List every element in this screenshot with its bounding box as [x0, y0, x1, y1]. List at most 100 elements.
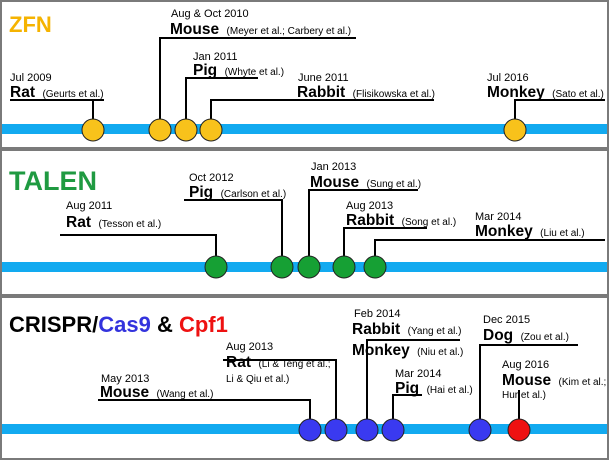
event-citation: (Flisikowska et al.): [353, 89, 435, 100]
title-part: Cpf1: [179, 312, 228, 337]
event-zfn-rat: Jul 2009 Rat (Geurts et al.): [10, 72, 104, 101]
event-species: Pig: [193, 62, 217, 79]
event-species: Rabbit: [346, 212, 394, 229]
event-dot: [81, 118, 105, 142]
timeline-bar-zfn: [2, 124, 607, 134]
event-date: Aug 2016: [502, 359, 549, 371]
event-label: Dog (Zou et al.): [483, 327, 569, 344]
event-citation-cont: Hur et al.): [502, 390, 546, 401]
event-date: May 2013: [101, 373, 149, 385]
event-label: Rabbit (Yang et al.): [352, 321, 461, 338]
event-date: Feb 2014: [354, 308, 400, 320]
event-label: Pig (Hai et al.): [395, 380, 473, 397]
title-part: &: [151, 312, 179, 337]
event-dot: [270, 255, 294, 279]
event-species: Mouse: [100, 384, 149, 401]
title-part: TALEN: [9, 166, 97, 196]
event-label: Monkey (Sato et al.): [487, 84, 604, 101]
event-citation: (Song et al.): [402, 217, 456, 228]
event-crispr-dog: Dec 2015 Dog (Zou et al.): [483, 314, 569, 344]
leader-line: [10, 99, 104, 128]
event-citation-cont: Li & Qiu et al.): [226, 374, 289, 385]
event-species: Rat: [66, 214, 91, 231]
event-species: Mouse: [502, 372, 551, 389]
event-date: Aug 2013: [226, 341, 273, 353]
event-citation: (Wang et al.): [157, 389, 214, 400]
panel-title-zfn: ZFN: [9, 12, 52, 37]
panel-title-crispr: CRISPR/Cas9 & Cpf1: [9, 312, 228, 337]
event-label: Rat (Tesson et al.): [66, 214, 161, 231]
event-date: Mar 2014: [395, 368, 441, 380]
event-label: Rabbit (Flisikowska et al.): [297, 84, 435, 101]
event-species: Pig: [395, 380, 419, 397]
event-date: Aug 2013: [346, 200, 393, 212]
event-dot: [332, 255, 356, 279]
event-citation: (Whyte et al.): [225, 67, 284, 78]
dots-talen: [204, 255, 387, 279]
leader-line: [392, 394, 422, 428]
event-citation: (Sato et al.): [552, 89, 604, 100]
leader-line: [159, 37, 356, 128]
event-date: Jul 2016: [487, 72, 529, 84]
leader-line: [184, 199, 283, 266]
event-crispr-rabbit-monkey: Feb 2014 Rabbit (Yang et al.) Monkey (Ni…: [352, 308, 463, 359]
event-label: Mouse (Wang et al.): [100, 384, 213, 401]
event-citation: (Liu et al.): [540, 228, 584, 239]
event-date: Jan 2011: [193, 51, 237, 63]
event-date: Jan 2013: [311, 161, 356, 173]
event-citation: (Carlson et al.): [221, 189, 287, 200]
event-citation: (Meyer et al.; Carbery et al.): [227, 26, 351, 37]
leader-line: [185, 77, 258, 128]
title-part: CRISPR/: [9, 312, 98, 337]
leader-line: [366, 339, 460, 428]
event-citation: (Kim et al.;: [559, 377, 607, 388]
dots-zfn: [81, 118, 527, 142]
event-species: Monkey: [352, 342, 410, 359]
event-talen-monkey: Mar 2014 Monkey (Liu et al.): [475, 211, 585, 240]
event-species: Mouse: [170, 21, 219, 38]
event-citation: (Niu et al.): [417, 347, 463, 358]
event-label: Pig (Whyte et al.): [193, 62, 284, 79]
leader-line: [479, 344, 578, 428]
event-label: Mouse (Meyer et al.; Carbery et al.): [170, 21, 351, 38]
event-citation: (Hai et al.): [427, 385, 473, 396]
event-zfn-pig: Jan 2011 Pig (Whyte et al.): [193, 51, 284, 79]
event-species: Pig: [189, 184, 213, 201]
title-part: ZFN: [9, 12, 52, 37]
event-species: Monkey: [487, 84, 545, 101]
event-label: Rat (Li & Teng et al.;: [226, 354, 331, 371]
event-species: Dog: [483, 327, 513, 344]
event-citation: (Yang et al.): [408, 326, 462, 337]
event-species: Rat: [10, 84, 35, 101]
event-dot: [297, 255, 321, 279]
event-species: Monkey: [475, 223, 533, 240]
event-label: Mouse (Sung et al.): [310, 174, 421, 191]
event-dot: [381, 418, 405, 442]
event-zfn-mouse: Aug & Oct 2010 Mouse (Meyer et al.; Carb…: [170, 8, 351, 38]
event-date: Dec 2015: [483, 314, 530, 326]
event-citation: (Sung et al.): [367, 179, 421, 190]
event-date: Mar 2014: [475, 211, 521, 223]
event-citation: (Zou et al.): [521, 332, 569, 343]
event-dot: [174, 118, 198, 142]
event-zfn-monkey: Jul 2016 Monkey (Sato et al.): [487, 72, 604, 101]
event-talen-rat: Aug 2011 Rat (Tesson et al.): [66, 200, 161, 231]
event-dot: [298, 418, 322, 442]
event-dot: [324, 418, 348, 442]
leaders-crispr: [98, 339, 578, 428]
event-dot: [363, 255, 387, 279]
event-crispr-mouse-2016: Aug 2016 Mouse (Kim et al.; Hur et al.): [502, 359, 606, 401]
event-species: Rat: [226, 354, 251, 371]
title-part: Cas9: [98, 312, 151, 337]
event-dot: [148, 118, 172, 142]
event-talen-mouse: Jan 2013 Mouse (Sung et al.): [310, 161, 421, 191]
leader-line: [308, 189, 418, 266]
event-citation: (Geurts et al.): [42, 89, 103, 100]
event-crispr-pig: Mar 2014 Pig (Hai et al.): [395, 368, 473, 397]
event-label: Monkey (Liu et al.): [475, 223, 585, 240]
event-label: Mouse (Kim et al.;: [502, 372, 606, 389]
event-crispr-mouse-2013: May 2013 Mouse (Wang et al.): [100, 373, 213, 401]
event-date: Oct 2012: [189, 172, 234, 184]
event-label: Rabbit (Song et al.): [346, 212, 456, 229]
